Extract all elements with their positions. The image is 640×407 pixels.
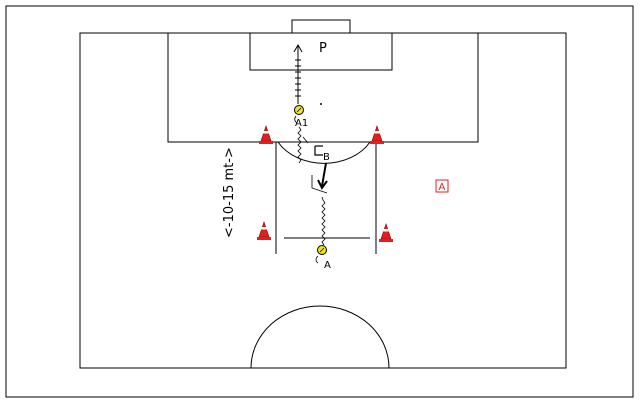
shot-arrow bbox=[293, 43, 303, 104]
defender-arrow bbox=[317, 162, 328, 190]
player-a-label: A bbox=[324, 260, 331, 271]
player-b-label: B bbox=[323, 152, 330, 163]
penalty-area bbox=[167, 33, 479, 143]
run-line-a1 bbox=[302, 136, 309, 144]
player-a bbox=[315, 245, 327, 264]
distance-label: <-10-15 mt-> bbox=[222, 147, 237, 238]
connector-line bbox=[311, 175, 328, 194]
cone-top-right bbox=[370, 125, 384, 144]
legend-marker: A bbox=[435, 179, 449, 193]
outer-frame bbox=[5, 5, 634, 398]
player-a1-label: A1 bbox=[295, 118, 308, 129]
center-circle bbox=[250, 305, 390, 369]
ball-dot bbox=[320, 103, 322, 105]
penalty-arc bbox=[277, 141, 371, 164]
dribble-path-a1 bbox=[297, 126, 302, 164]
player-b bbox=[314, 145, 323, 156]
goal bbox=[291, 19, 351, 34]
goalkeeper-label: P bbox=[319, 41, 327, 56]
cone-top-left bbox=[259, 125, 273, 144]
legend-marker-label: A bbox=[439, 182, 446, 193]
cone-bottom-left bbox=[257, 221, 271, 240]
dribble-path-a bbox=[321, 196, 326, 246]
goal-area bbox=[249, 33, 393, 71]
player-a1 bbox=[294, 105, 304, 124]
cone-bottom-right bbox=[379, 223, 393, 242]
